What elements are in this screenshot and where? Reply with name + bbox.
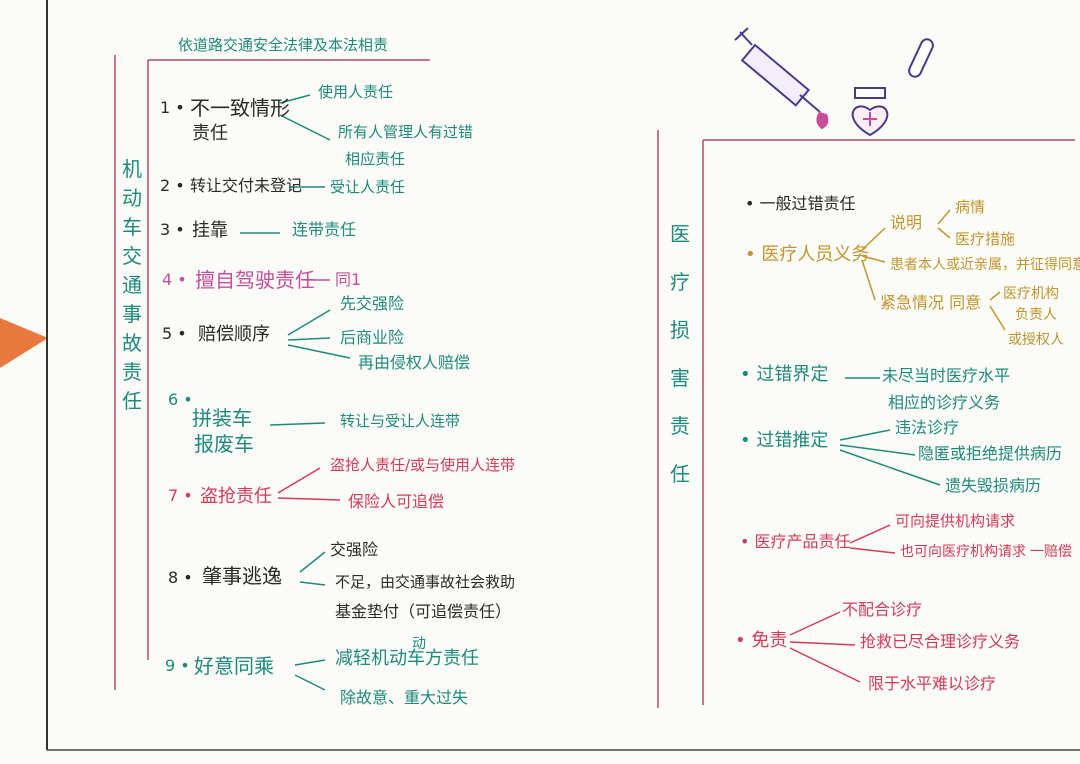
left-item-5-branch-2: 后商业险: [340, 328, 405, 347]
right-item-4-branch-3: 遗失毁损病历: [945, 476, 1042, 495]
right-item-4-label: • 过错推定: [740, 430, 829, 451]
left-item-2-label: 转让交付未登记: [190, 176, 303, 195]
left-item-2-branch-1: 受让人责任: [330, 178, 406, 196]
right-item-2-branch-8: 或授权人: [1008, 332, 1064, 348]
left-item-9-branch-2: 除故意、重大过失: [340, 688, 469, 707]
right-title: 医疗损害责任: [670, 222, 690, 486]
left-item-4-label: 擅自驾驶责任: [195, 268, 315, 292]
right-item-2-branch-7: 负责人: [1015, 307, 1057, 323]
left-item-4-num: 4 •: [162, 270, 187, 289]
heart-bottle-icon: [851, 87, 889, 137]
left-item-9-label: 好意同乘: [194, 654, 274, 678]
left-item-3-branch-1: 连带责任: [292, 220, 357, 239]
left-title: 机动车交通事故责任: [122, 157, 142, 413]
left-item-3-label: 挂靠: [192, 220, 228, 241]
right-item-2-branch-5: 紧急情况 同意: [880, 293, 982, 312]
right-item-5-label: • 医疗产品责任: [740, 532, 851, 551]
right-item-3-branch-1: 未尽当时医疗水平: [882, 366, 1011, 385]
left-item-6-label: 拼装车: [192, 406, 252, 430]
right-item-4-branch-1: 违法诊疗: [895, 418, 960, 437]
left-item-1-branch-2: 所有人管理人有过错: [338, 123, 474, 141]
left-item-5-label: 赔偿顺序: [198, 324, 270, 345]
left-item-9-branch-1: 减轻机动车方责任: [335, 648, 479, 669]
right-item-5-branch-3: 一赔偿: [1030, 544, 1072, 560]
right-item-3-label: • 过错界定: [740, 364, 829, 385]
right-item-6-branch-2: 抢救已尽合理诊疗义务: [860, 632, 1021, 651]
left-item-8-branch-1: 交强险: [330, 540, 379, 559]
right-item-2-branch-3: 医疗措施: [955, 230, 1016, 248]
right-item-4-branch-2: 隐匿或拒绝提供病历: [918, 444, 1063, 463]
right-item-2-branch-1: 说明: [890, 213, 923, 232]
right-item-2-label: • 医疗人员义务: [745, 244, 870, 265]
left-item-7-branch-1: 盗抢人责任/或与使用人连带: [330, 456, 516, 474]
left-item-1-num: 1 •: [160, 98, 185, 117]
left-item-7-branch-2: 保险人可追偿: [348, 492, 445, 511]
left-item-1-branch-1: 使用人责任: [318, 83, 394, 101]
left-item-9-annot: 动: [412, 636, 426, 652]
left-item-2-num: 2 •: [160, 176, 185, 195]
left-item-5-branch-1: 先交强险: [340, 294, 405, 313]
right-item-6-branch-1: 不配合诊疗: [842, 600, 923, 619]
left-item-5-num: 5 •: [162, 324, 187, 343]
right-item-2-branch-2: 病情: [955, 198, 986, 216]
left-item-4-branch-1: 同1: [335, 270, 362, 289]
left-item-8-branch-3: 基金垫付（可追偿责任）: [335, 602, 512, 621]
right-item-2-branch-6: 医疗机构: [1003, 286, 1059, 302]
left-item-5-branch-3: 再由侵权人赔偿: [358, 353, 471, 372]
left-item-8-label: 肇事逃逸: [202, 564, 282, 588]
left-item-6-branch-1: 转让与受让人连带: [340, 412, 461, 430]
right-item-5-branch-1: 可向提供机构请求: [895, 512, 1016, 530]
right-item-6-label: • 免责: [735, 630, 788, 651]
right-item-1-label: • 一般过错责任: [745, 194, 856, 213]
right-item-5-branch-2: 也可向医疗机构请求: [900, 544, 1026, 560]
left-header: 依道路交通安全法律及本法相责: [178, 36, 389, 54]
right-item-6-branch-3: 限于水平难以诊疗: [868, 674, 997, 693]
left-item-8-branch-2: 不足，由交通事故社会救助: [335, 573, 516, 591]
left-item-6-label2: 报废车: [194, 432, 254, 456]
left-item-1-label: 不一致情形: [190, 96, 290, 120]
left-item-6-num: 6 •: [168, 390, 193, 409]
left-item-9-num: 9 •: [165, 656, 190, 675]
left-item-1-label2: 责任: [192, 123, 228, 144]
pill-icon: [908, 38, 934, 78]
left-item-1-branch-3: 相应责任: [345, 150, 406, 168]
left-item-7-label: 盗抢责任: [200, 486, 272, 507]
orange-arrow-icon: [0, 318, 48, 368]
left-item-7-num: 7 •: [168, 486, 193, 505]
left-item-3-num: 3 •: [160, 220, 185, 239]
right-item-3-branch-2: 相应的诊疗义务: [888, 393, 1001, 412]
syringe-icon: [734, 27, 829, 130]
right-item-2-branch-4: 患者本人或近亲属，并征得同意: [890, 257, 1080, 273]
left-item-8-num: 8 •: [168, 568, 193, 587]
